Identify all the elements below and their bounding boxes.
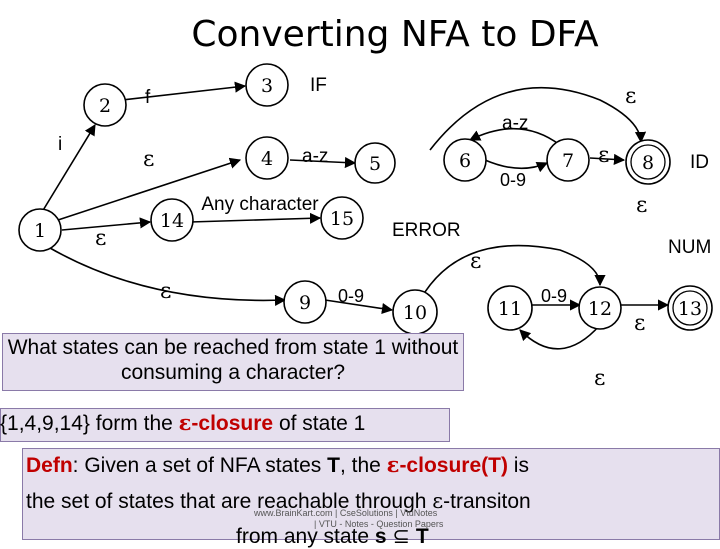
label-eps-8: ε <box>636 193 647 218</box>
state-5: 5 <box>354 142 396 184</box>
label-eps-1-4: ε <box>143 147 154 172</box>
nfa-edges <box>41 81 670 350</box>
label-any-character: Any character <box>201 194 319 215</box>
state-11: 11 <box>487 285 533 331</box>
svg-text:14: 14 <box>160 210 184 232</box>
closure-eps: ε <box>178 410 192 435</box>
slide-title: Converting NFA to DFA <box>191 14 599 55</box>
svg-text:11: 11 <box>498 298 522 320</box>
label-09-9-10: 0-9 <box>338 286 364 306</box>
label-eps-1-14: ε <box>95 226 106 251</box>
svg-text:15: 15 <box>330 208 354 230</box>
svg-text:7: 7 <box>562 150 574 172</box>
edge-10-12-arc <box>419 244 606 301</box>
state-6: 6 <box>443 138 487 182</box>
closure-term: -closure <box>191 412 274 435</box>
svg-text:6: 6 <box>459 150 471 172</box>
edge-1-4 <box>57 157 242 221</box>
label-eps-7-8: ε <box>598 143 609 168</box>
closure-tail: of state 1 <box>273 412 366 435</box>
closure-statement: {1,4,9,14} form the ε-closure of state 1 <box>0 410 720 436</box>
state-13: 13 <box>667 285 713 331</box>
svg-text:2: 2 <box>99 95 111 117</box>
state-10: 10 <box>392 289 438 335</box>
watermark-line-2: | VTU - Notes - Question Papers <box>314 519 444 529</box>
edge-12-loop <box>519 324 601 350</box>
definition-label: Defn <box>26 454 73 477</box>
closure-box <box>0 408 450 442</box>
svg-text:13: 13 <box>678 298 702 320</box>
edge-6-8-arc <box>429 86 647 151</box>
state-2: 2 <box>83 83 127 127</box>
state-9: 9 <box>283 280 327 324</box>
edge-9-10 <box>324 299 394 315</box>
svg-text:10: 10 <box>403 302 427 324</box>
label-az-4-5: a-z <box>302 146 328 167</box>
svg-text:1: 1 <box>34 220 46 242</box>
label-i: i <box>58 134 62 155</box>
definition-line-1: Defn: Given a set of NFA states T, the ε… <box>26 452 529 477</box>
watermark-line-1: www.BrainKart.com | CseSolutions | VtuNo… <box>254 508 438 518</box>
svg-text:5: 5 <box>369 153 381 175</box>
svg-text:8: 8 <box>642 152 654 174</box>
svg-text:4: 4 <box>261 148 273 170</box>
edge-7-8 <box>589 153 626 165</box>
closure-set: {1,4,9,14} <box>0 412 90 435</box>
label-f: f <box>145 87 151 108</box>
label-eps-12-loop: ε <box>594 366 605 391</box>
edge-6-7 <box>484 159 549 173</box>
svg-text:12: 12 <box>588 298 612 320</box>
question-box <box>2 333 464 391</box>
state-12: 12 <box>578 286 622 330</box>
edge-4-5 <box>289 156 357 169</box>
edge-1-2 <box>41 124 96 213</box>
edge-1-14 <box>61 217 152 231</box>
token-id: ID <box>690 152 709 173</box>
state-1: 1 <box>18 208 62 252</box>
definition-line-2: the set of states that are reachable thr… <box>26 489 531 513</box>
label-09-7-loop: 0-9 <box>500 170 526 190</box>
state-15: 15 <box>320 196 364 240</box>
state-7: 7 <box>546 138 590 182</box>
edge-7-loop <box>468 127 561 146</box>
edge-2-3 <box>121 81 247 101</box>
token-if: IF <box>310 75 327 96</box>
label-eps-6-8: ε <box>625 84 636 109</box>
definition-box <box>22 448 720 540</box>
edge-14-15 <box>189 212 322 224</box>
question-text: What states can be reached from state 1 … <box>7 336 459 384</box>
svg-text:9: 9 <box>299 292 311 314</box>
state-4: 4 <box>245 136 289 180</box>
token-num: NUM <box>668 237 711 258</box>
state-3: 3 <box>245 63 289 107</box>
label-eps-12-13: ε <box>634 311 645 336</box>
token-error: ERROR <box>392 220 461 241</box>
label-az-6-7: a-z <box>502 113 528 134</box>
label-eps-1-9: ε <box>160 279 171 304</box>
nfa-edge-labels: i f ε ε ε a-z Any character a-z 0-9 ε ε … <box>58 84 647 391</box>
edge-1-9 <box>49 247 287 306</box>
label-09-11-12: 0-9 <box>541 286 567 306</box>
state-8: 8 <box>625 139 671 185</box>
svg-text:3: 3 <box>261 75 273 97</box>
nfa-token-labels: IF ID ERROR NUM <box>310 75 711 258</box>
label-eps-10-12: ε <box>470 249 481 274</box>
state-14: 14 <box>150 198 194 242</box>
closure-mid: form the <box>89 412 179 435</box>
nfa-states: 1 2 3 4 5 6 7 8 9 10 11 12 13 14 15 <box>18 63 713 335</box>
